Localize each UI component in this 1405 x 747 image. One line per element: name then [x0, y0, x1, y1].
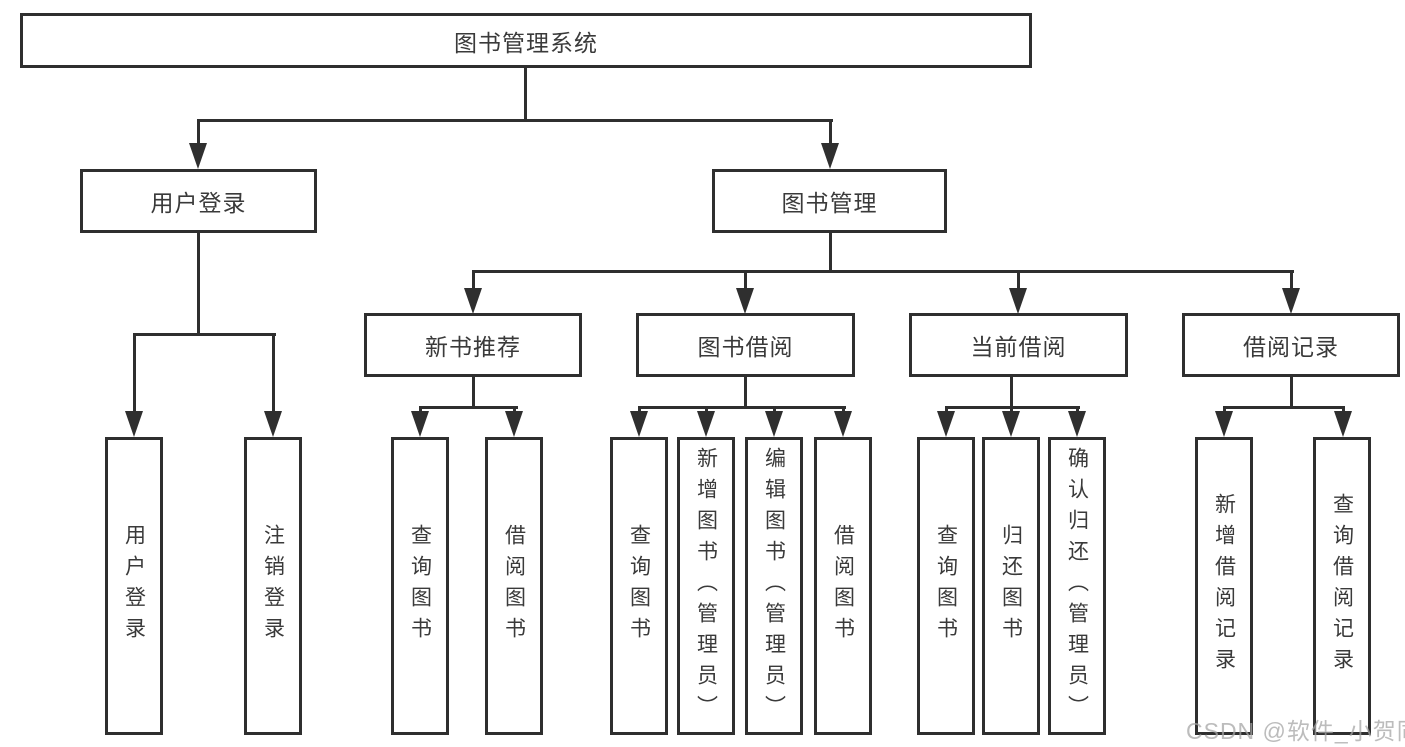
connector-root-crossbar: [197, 119, 833, 122]
connector-bookmgmt-arm: [1290, 270, 1293, 290]
leaf-query-books-borrowing: 查询图书: [610, 437, 668, 735]
connector-currentborrow-stem: [1010, 375, 1013, 409]
arrow-down-icon: [264, 411, 282, 437]
connector-root-stem: [524, 66, 527, 120]
connector-userlogin-crossbar: [133, 333, 276, 336]
arrow-down-icon: [736, 288, 754, 314]
leaf-logout: 注销登录: [244, 437, 302, 735]
connector-newbooks-crossbar: [419, 406, 518, 409]
node-book-management: 图书管理: [712, 169, 947, 233]
leaf-query-borrow-record: 查询借阅记录: [1313, 437, 1371, 735]
connector-userlogin-arm-left: [133, 333, 136, 413]
connector-userlogin-arm-right: [272, 333, 275, 413]
leaf-query-books-recommend: 查询图书: [391, 437, 449, 735]
arrow-down-icon: [1215, 411, 1233, 437]
connector-bookmgmt-stem: [829, 231, 832, 273]
arrow-down-icon: [1002, 411, 1020, 437]
node-user-login: 用户登录: [80, 169, 317, 233]
leaf-borrow-books-borrowing: 借阅图书: [814, 437, 872, 735]
arrow-down-icon: [411, 411, 429, 437]
arrow-down-icon: [821, 143, 839, 169]
leaf-edit-books-admin: 编辑图书（管理员）: [745, 437, 803, 735]
leaf-confirm-return-admin: 确认归还（管理员）: [1048, 437, 1106, 735]
leaf-borrow-books-recommend: 借阅图书: [485, 437, 543, 735]
connector-bookmgmt-arm: [744, 270, 747, 290]
arrow-down-icon: [189, 143, 207, 169]
node-borrowing-records: 借阅记录: [1182, 313, 1400, 377]
connector-borrowrecords-crossbar: [1223, 406, 1345, 409]
csdn-watermark: CSDN @软件_小贺同学: [1186, 718, 1405, 744]
leaf-add-books-admin: 新增图书（管理员）: [677, 437, 735, 735]
arrow-down-icon: [697, 411, 715, 437]
arrow-down-icon: [937, 411, 955, 437]
leaf-add-borrow-record: 新增借阅记录: [1195, 437, 1253, 735]
connector-root-arm-left: [197, 119, 200, 147]
arrow-down-icon: [765, 411, 783, 437]
node-book-borrowing: 图书借阅: [636, 313, 855, 377]
connector-bookmgmt-arm: [1017, 270, 1020, 290]
arrow-down-icon: [1068, 411, 1086, 437]
node-current-borrowing: 当前借阅: [909, 313, 1128, 377]
leaf-query-books-current: 查询图书: [917, 437, 975, 735]
arrow-down-icon: [505, 411, 523, 437]
arrow-down-icon: [630, 411, 648, 437]
connector-borrowrecords-stem: [1290, 375, 1293, 409]
arrow-down-icon: [1334, 411, 1352, 437]
connector-bookmgmt-crossbar: [472, 270, 1294, 273]
arrow-down-icon: [1282, 288, 1300, 314]
leaf-user-login: 用户登录: [105, 437, 163, 735]
leaf-return-books: 归还图书: [982, 437, 1040, 735]
connector-bookborrow-stem: [744, 375, 747, 409]
connector-bookmgmt-arm: [472, 270, 475, 290]
arrow-down-icon: [1009, 288, 1027, 314]
node-new-book-recommendation: 新书推荐: [364, 313, 582, 377]
arrow-down-icon: [464, 288, 482, 314]
arrow-down-icon: [834, 411, 852, 437]
arrow-down-icon: [125, 411, 143, 437]
connector-newbooks-stem: [472, 375, 475, 409]
connector-bookborrow-crossbar: [638, 406, 846, 409]
node-library-management-system: 图书管理系统: [20, 13, 1032, 68]
connector-userlogin-stem: [197, 231, 200, 335]
connector-root-arm-right: [829, 119, 832, 147]
